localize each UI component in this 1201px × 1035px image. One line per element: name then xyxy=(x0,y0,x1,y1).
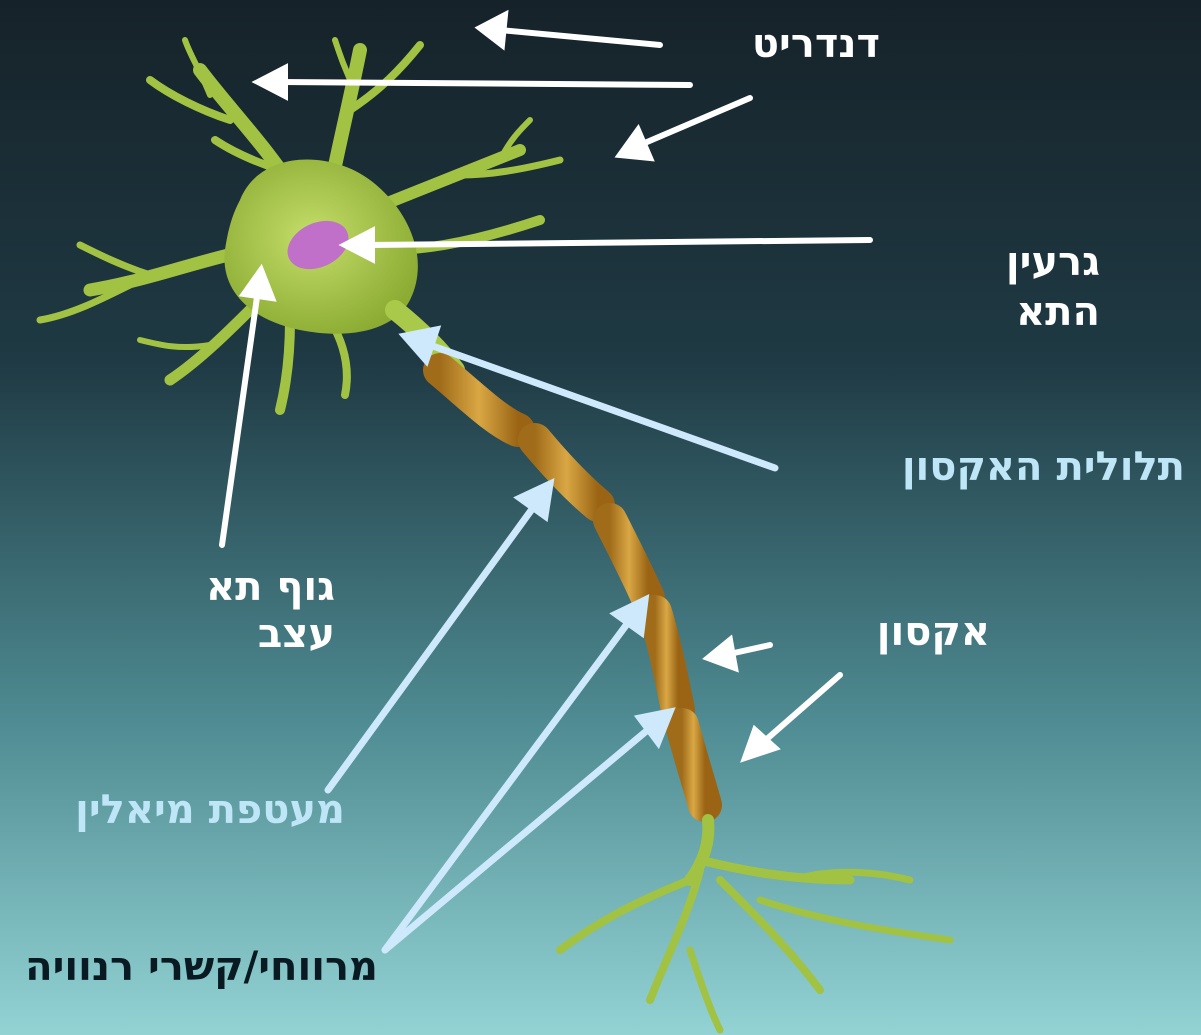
label-axon: אקסון xyxy=(790,610,990,654)
label-nucleus-line1: גרעין xyxy=(960,240,1100,284)
label-cell-body-line2: עצב xyxy=(95,612,335,656)
label-dendrites: דנדריט xyxy=(680,22,880,66)
label-nucleus-line2: התא xyxy=(960,290,1100,334)
label-cell-body-line1: גוף תא xyxy=(95,565,335,609)
label-nodes-of-ranvier: מרווחי/קשרי רנוויה xyxy=(0,945,378,989)
label-axon-hillock: תלולית האקסון xyxy=(790,445,1185,489)
label-myelin-sheath: מעטפת מיאלין xyxy=(0,788,345,832)
arrow-dendrite-2 xyxy=(280,82,690,85)
